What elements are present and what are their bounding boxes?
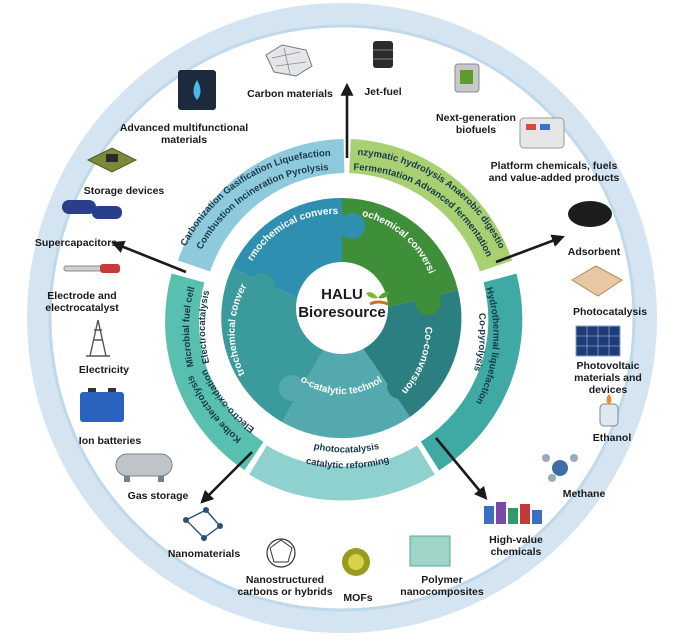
photovoltaic-icon xyxy=(575,325,621,357)
electricity-icon xyxy=(86,319,110,357)
label-next-gen-biofuels: Next-generation biofuels xyxy=(436,112,516,136)
puzzle-disk xyxy=(221,197,462,439)
arrow-right xyxy=(495,234,565,264)
label-advanced-materials: Advanced multifunctional materials xyxy=(119,122,249,146)
label-methane: Methane xyxy=(562,488,606,500)
nanomaterials-icon xyxy=(183,507,223,541)
ion-batteries-icon xyxy=(80,388,124,422)
high-value-chemicals-icon xyxy=(484,502,542,524)
label-carbon-materials: Carbon materials xyxy=(247,88,333,100)
band-biochemical xyxy=(348,139,513,272)
label-mofs: MOFs xyxy=(343,592,373,604)
advanced-materials-icon xyxy=(178,70,216,110)
next-gen-biofuels-icon xyxy=(454,63,480,93)
carbon-materials-icon xyxy=(265,44,313,77)
label-nanostructured: Nanostructured carbons or hybrids xyxy=(237,574,333,598)
adsorbent-icon xyxy=(568,201,612,227)
label-adsorbent: Adsorbent xyxy=(567,246,621,258)
outer-ring-inner-edge xyxy=(48,24,636,612)
jet-fuel-icon xyxy=(373,41,393,68)
band-coconversion xyxy=(420,273,523,471)
band-electrochemical xyxy=(165,273,264,471)
storage-devices-icon xyxy=(86,147,138,173)
arrow-down-right xyxy=(434,437,488,501)
label-electricity: Electricity xyxy=(78,364,130,376)
nanostructured-carbons-icon xyxy=(266,538,296,568)
photocatalysis-icon xyxy=(571,265,623,297)
supercapacitors-icon xyxy=(62,200,122,219)
label-ethanol: Ethanol xyxy=(592,432,632,444)
product-icons xyxy=(62,41,623,576)
mofs-icon xyxy=(342,548,370,576)
center-title: HALU Bioresource xyxy=(298,286,386,321)
puzzle-knob-1 xyxy=(249,273,275,299)
label-photocatalysis: Photocatalysis xyxy=(572,306,648,318)
band-text-nano-2: photocatalysis xyxy=(313,441,380,456)
polymer-nanocomposites-icon xyxy=(409,535,451,567)
label-storage-devices: Storage devices xyxy=(83,185,165,197)
label-gas-storage: Gas storage xyxy=(127,490,189,502)
arrow-left xyxy=(111,240,187,274)
center-hub xyxy=(296,262,388,354)
electrode-icon xyxy=(63,264,120,273)
gas-storage-icon xyxy=(115,453,173,482)
band-thermochemical xyxy=(177,139,345,272)
sprout-icon xyxy=(366,291,390,306)
puzzle-knob-4 xyxy=(387,373,413,399)
arrow-down-left xyxy=(200,451,253,504)
band-nanocatalytic xyxy=(249,445,435,501)
method-band xyxy=(165,139,523,501)
platform-chemicals-icon xyxy=(519,117,565,149)
label-jet-fuel: Jet-fuel xyxy=(364,86,402,98)
puzzle-nanocatalytic xyxy=(282,318,410,439)
label-supercapacitors: Supercapacitors xyxy=(34,237,118,249)
outer-ring xyxy=(27,3,657,633)
ethanol-icon xyxy=(599,394,619,427)
puzzle-knob-2 xyxy=(339,213,365,239)
label-high-value-chemicals: High-value chemicals xyxy=(489,534,543,558)
band-text-electro-2: Electrocatalysis xyxy=(197,289,212,365)
label-platform-chemicals: Platform chemicals, fuels and value-adde… xyxy=(488,160,620,184)
label-ion-batteries: Ion batteries xyxy=(78,435,142,447)
label-polymer-nanocomposites: Polymer nanocomposites xyxy=(400,574,484,598)
label-electrode: Electrode and electrocatalyst xyxy=(45,290,119,314)
label-photovoltaic: Photovoltaic materials and devices xyxy=(574,360,642,396)
puzzle-knob-3 xyxy=(415,289,441,315)
methane-icon xyxy=(542,454,578,482)
puzzle-knob-5 xyxy=(279,375,305,401)
label-nanomaterials: Nanomaterials xyxy=(167,548,241,560)
